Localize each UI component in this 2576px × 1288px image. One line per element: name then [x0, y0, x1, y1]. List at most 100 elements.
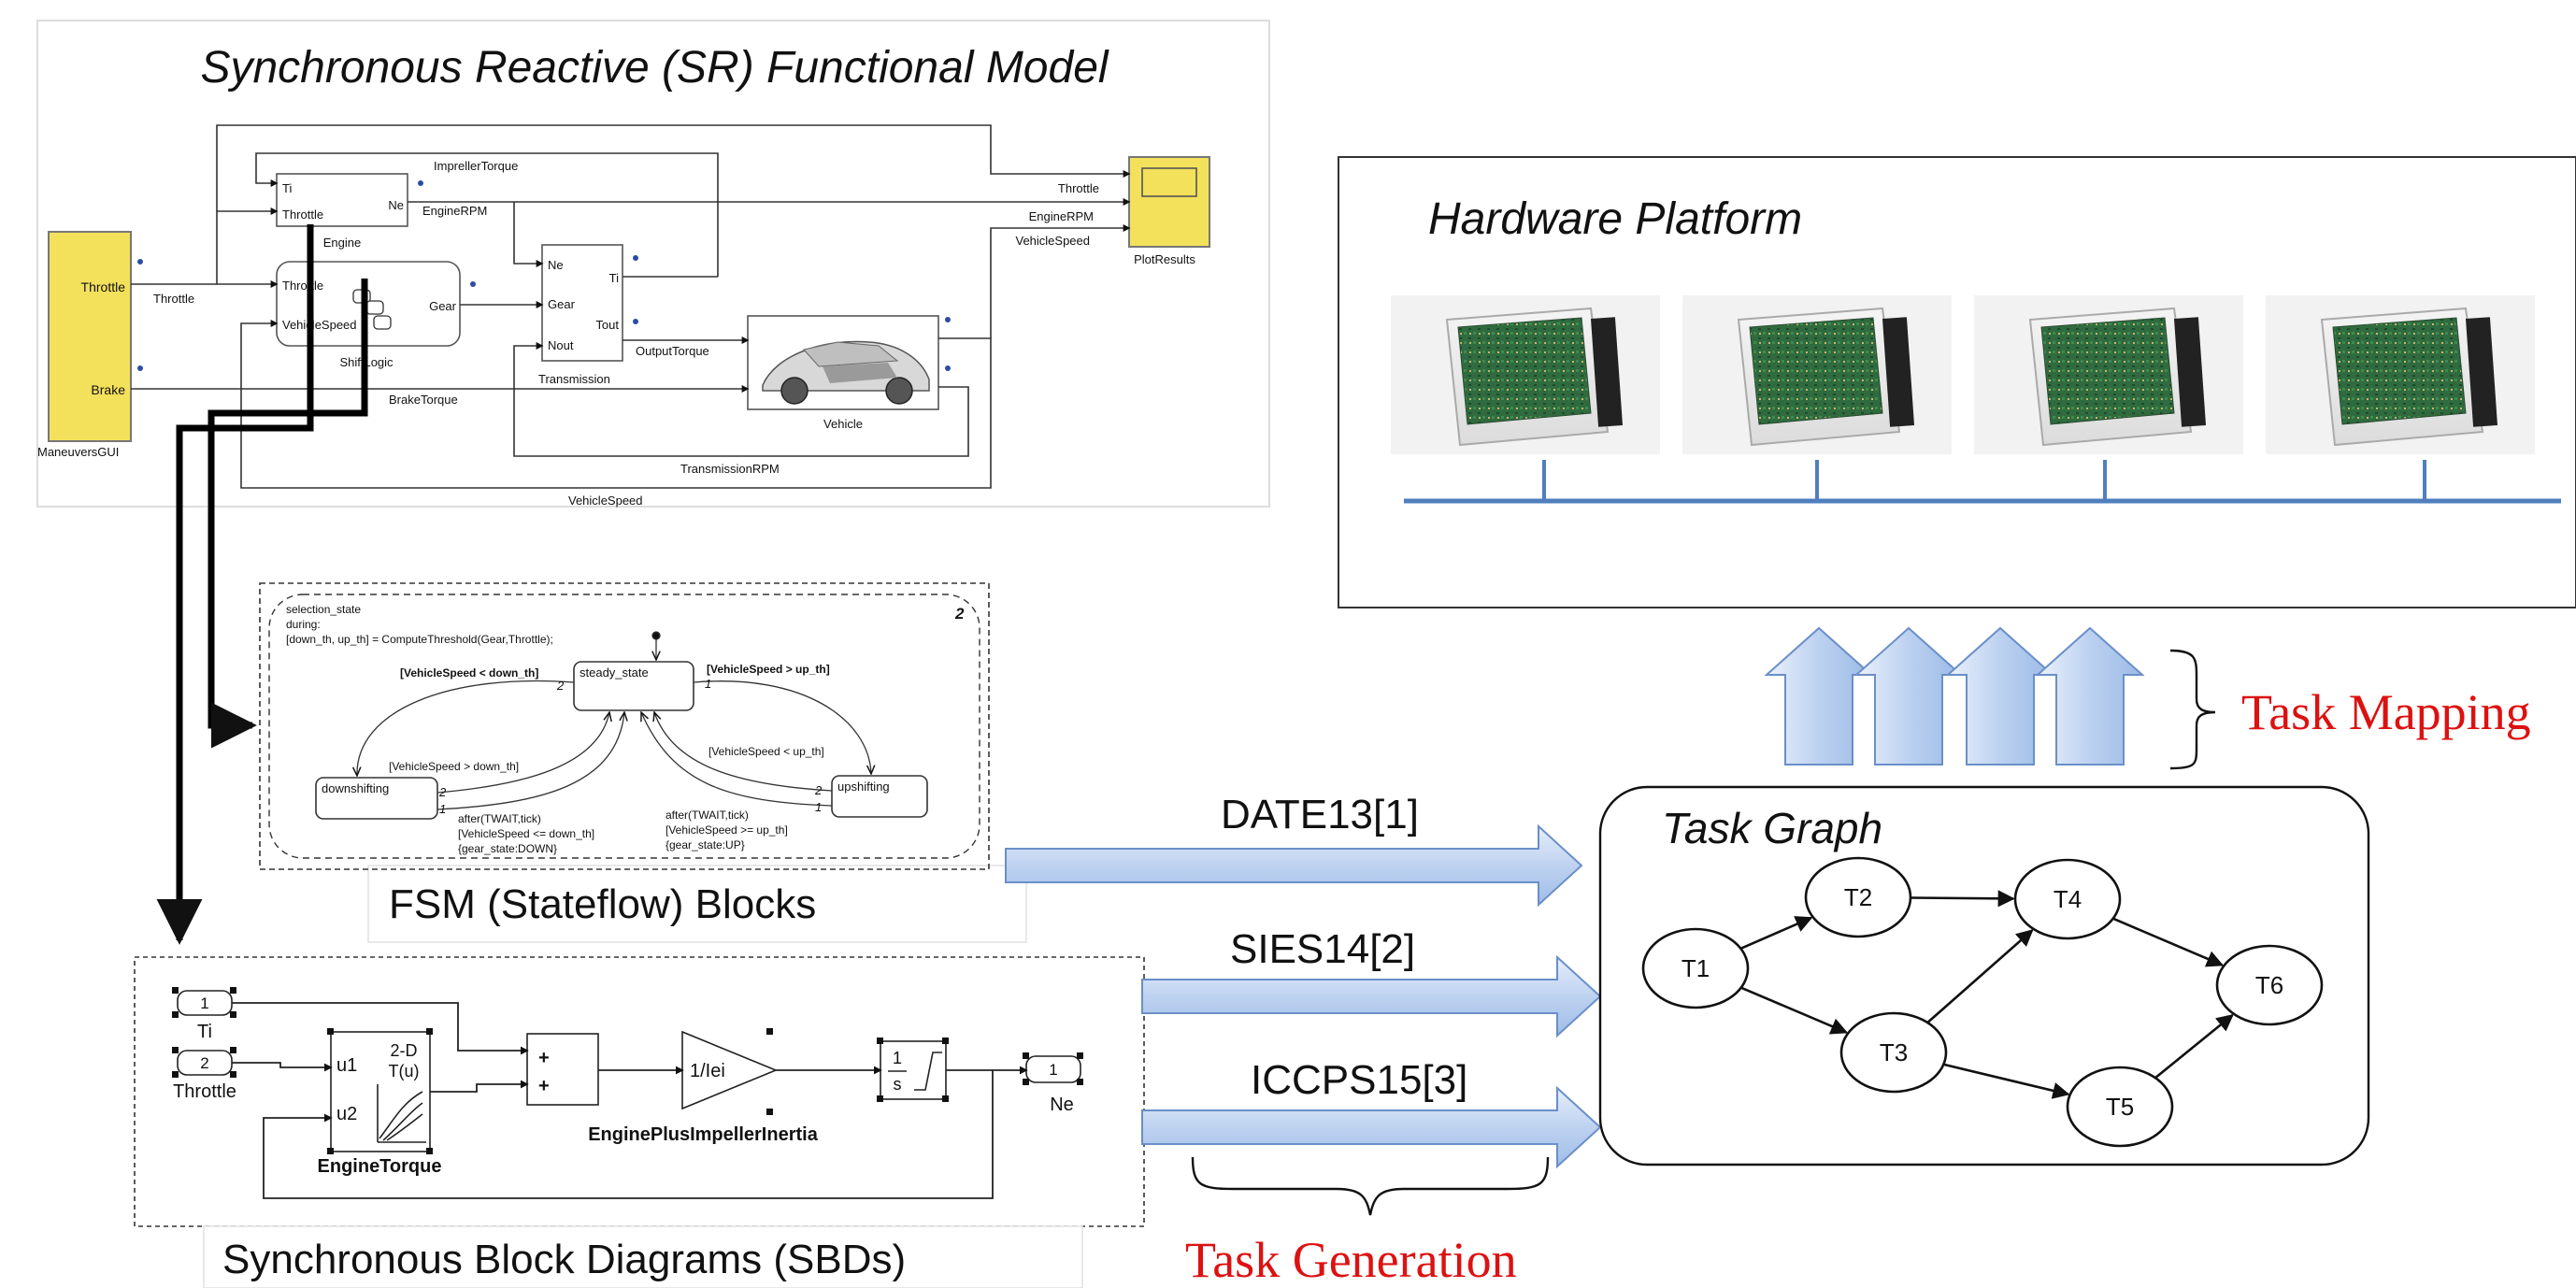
state-upshifting [831, 775, 928, 818]
up-action-2: {gear_state:UP} [665, 838, 745, 852]
task-edge-t5-t6 [2154, 1013, 2234, 1080]
fsm-panel: 2 selection_state during: [down_th, up_t… [259, 582, 1027, 943]
task-node-label: T1 [1682, 954, 1710, 982]
engine-in-ti: Ti [282, 181, 292, 195]
signal-vehicle-speed-top: VehicleSpeed [1015, 234, 1090, 248]
priority-2a: 2 [556, 679, 565, 693]
signal-throttle: Throttle [153, 292, 194, 306]
inport-ti-num: 1 [200, 995, 208, 1012]
lookup-u1: u1 [336, 1055, 357, 1076]
state-upshifting-label: upshifting [837, 780, 890, 794]
fsm-caption-frame [367, 865, 1027, 943]
shiftlogic-in-vehiclespeed: VehicleSpeed [282, 318, 357, 332]
state-steady-label: steady_state [580, 665, 649, 680]
lookup-u2: u2 [336, 1104, 357, 1124]
task-mapping-brace [2169, 649, 2216, 770]
sum-block [526, 1033, 599, 1106]
priority-1a: 1 [705, 677, 711, 691]
lookup-fn-line2: T(u) [389, 1062, 420, 1080]
sbd-handles [172, 987, 1083, 1154]
gain-name: EnginePlusImpellerInertia [588, 1124, 819, 1145]
maneuvers-out-brake: Brake [91, 382, 125, 397]
fsm-badge: 2 [954, 605, 965, 623]
state-downshifting-label: downshifting [322, 781, 389, 795]
state-steady [573, 661, 694, 711]
task-node-label: T5 [2106, 1093, 2134, 1121]
ecu-row [1391, 295, 2535, 501]
lookup-name: EngineTorque [318, 1156, 442, 1177]
fsm-header-2: [down_th, up_th] = ComputeThreshold(Gear… [286, 633, 553, 646]
priority-2c: 2 [814, 783, 823, 797]
selection-state [268, 594, 980, 859]
fsm-frame [259, 582, 990, 870]
saturation-icon [914, 1052, 942, 1091]
maneuvers-gui-block [48, 231, 132, 442]
task-mapping-label: Task Mapping [2241, 684, 2531, 740]
task-node-t5: T5 [2066, 1066, 2174, 1148]
integrator-den: s [894, 1075, 902, 1094]
signal-markers [137, 180, 951, 371]
task-node-label: T6 [2255, 971, 2283, 999]
sum-plus-1: + [538, 1048, 550, 1068]
transmission-in-nout: Nout [548, 338, 574, 352]
task-graph-title: Task Graph [1662, 804, 1882, 852]
transmission-out-ti: Ti [609, 271, 619, 285]
outport-ne-num: 1 [1049, 1061, 1057, 1079]
inport-throttle-name: Throttle [173, 1081, 236, 1102]
refinement-arrows [156, 224, 368, 945]
maneuvers-gui-label: ManeuversGUI [37, 445, 119, 459]
car-icon [762, 340, 930, 405]
task-edge-t4-t6 [2112, 917, 2225, 967]
sr-model-panel: Synchronous Reactive (SR) Functional Mod… [36, 20, 1270, 508]
task-generation-brace [1191, 1156, 1550, 1216]
plot-results-label: PlotResults [1134, 252, 1195, 266]
guard-to-down: [VehicleSpeed < down_th] [400, 666, 538, 680]
task-node-label: T2 [1844, 883, 1872, 911]
fsm-caption: FSM (Stateflow) Blocks [389, 881, 816, 927]
maneuvers-out-throttle: Throttle [81, 279, 126, 294]
inport-throttle-num: 2 [200, 1054, 208, 1072]
inport-ti-name: Ti [197, 1022, 212, 1042]
task-edge-t3-t4 [1926, 929, 2034, 1023]
ecu-module [2266, 295, 2535, 501]
task-node-t3: T3 [1839, 1011, 1948, 1094]
sbd-caption-frame [203, 1225, 1083, 1288]
signal-throttle-top: Throttle [1058, 181, 1099, 195]
sr-model-wires [131, 124, 1131, 489]
transmission-out-tout: Tout [595, 318, 619, 332]
vehicle-label: Vehicle [823, 417, 863, 431]
transmission-in-ne: Ne [548, 258, 564, 272]
up-action-1: [VehicleSpeed >= up_th] [665, 823, 788, 837]
outport-ne-name: Ne [1050, 1095, 1074, 1115]
transmission-label: Transmission [538, 372, 610, 386]
plot-results-block [1128, 156, 1210, 248]
method-arrow-0 [1005, 823, 1583, 908]
engine-block [276, 173, 408, 227]
fsm-transitions [357, 631, 871, 810]
up-action-0: after(TWAIT,tick) [665, 809, 749, 822]
integrator-block [880, 1040, 947, 1100]
ecu-module [1682, 295, 1952, 501]
ecu-module [1974, 295, 2243, 501]
lookup-block [330, 1031, 431, 1152]
task-node-label: T3 [1880, 1038, 1908, 1066]
task-mapping-arrows [1764, 626, 2145, 766]
method-arrow-2 [1141, 1085, 1602, 1169]
signal-engine-rpm: EngineRPM [422, 204, 487, 218]
task-edge-t1-t2 [1739, 916, 1813, 951]
guard-down-back: [VehicleSpeed > down_th] [389, 760, 519, 773]
task-node-t6: T6 [2215, 944, 2324, 1026]
method-label-2: ICCPS15[3] [1251, 1057, 1467, 1103]
guard-up-back: [VehicleSpeed < up_th] [708, 745, 824, 758]
sbd-wires [232, 1002, 1028, 1199]
down-action-2: {gear_state:DOWN} [458, 842, 557, 855]
transmission-in-gear: Gear [548, 297, 576, 311]
engine-in-throttle: Throttle [282, 208, 323, 222]
shiftlogic-in-throttle: Throttle [282, 279, 323, 293]
gain-text: 1/Iei [690, 1061, 725, 1081]
task-node-t4: T4 [2013, 858, 2122, 940]
shiftlogic-out-gear: Gear [429, 299, 457, 313]
